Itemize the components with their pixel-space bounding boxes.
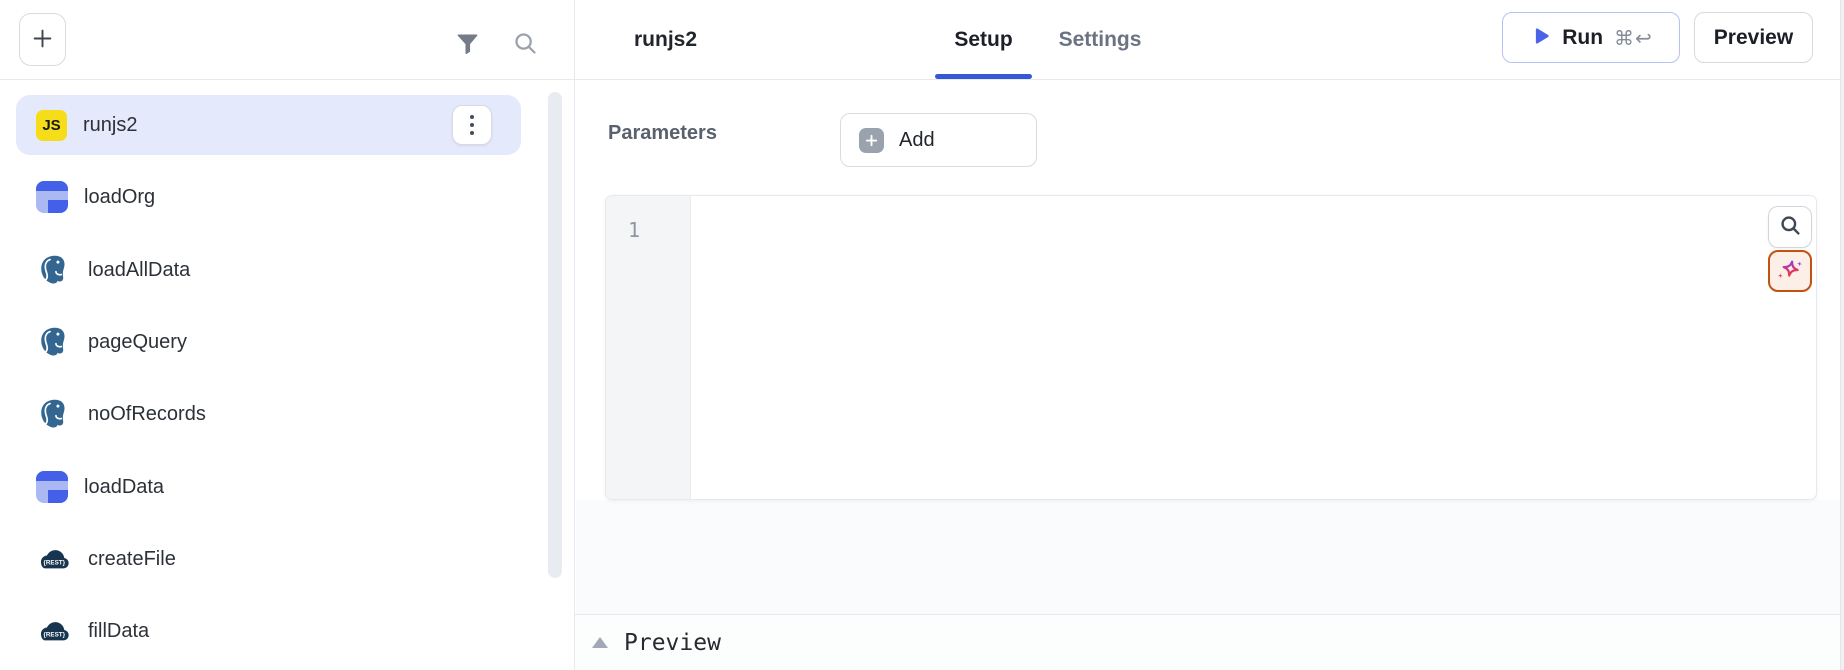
svg-text:{REST}: {REST} [43, 631, 65, 638]
query-list: JS {REST} runjs2 JS [0, 0, 575, 670]
kebab-menu-icon [470, 115, 474, 135]
sidebar-item-noOfRecords[interactable]: JS {REST} noOfRecords [16, 384, 521, 444]
add-parameter-button[interactable]: Add [840, 113, 1037, 167]
javascript-icon: JS [36, 109, 67, 141]
sparkle-icon [1776, 256, 1804, 287]
postgresql-icon [36, 397, 72, 431]
sidebar-item-runjs2[interactable]: JS {REST} runjs2 [16, 95, 521, 155]
line-number: 1 [628, 218, 641, 242]
tab-setup[interactable]: Setup [954, 28, 1013, 51]
run-shortcut: ⌘↩ [1614, 25, 1653, 50]
svg-text:{REST}: {REST} [43, 559, 65, 566]
query-name: loadAllData [88, 258, 191, 281]
sidebar-item-createFile[interactable]: JS {REST} createFile [16, 529, 521, 589]
magnifier-icon [1778, 213, 1803, 241]
sidebar-item-pageQuery[interactable]: JS {REST} pageQuery [16, 312, 521, 372]
query-name: loadData [84, 475, 165, 498]
play-icon [1529, 25, 1551, 50]
postgresql-icon [36, 325, 72, 359]
ai-assist-button[interactable] [1768, 250, 1812, 292]
resource-table-icon [36, 471, 68, 503]
preview-panel-header[interactable]: Preview [575, 615, 1844, 670]
plus-icon [29, 25, 56, 55]
run-button[interactable]: Run ⌘↩ [1502, 12, 1680, 63]
add-plus-icon [859, 127, 884, 153]
sidebar-item-loadOrg[interactable]: JS {REST} loadOrg [16, 167, 521, 227]
query-name: pageQuery [88, 330, 187, 353]
filter-icon[interactable] [453, 29, 481, 57]
sidebar-scrollbar[interactable] [548, 92, 562, 578]
sidebar-item-loadData[interactable]: JS {REST} loadData [16, 457, 521, 517]
header-divider [0, 79, 1844, 80]
sidebar-item-fillData[interactable]: JS {REST} fillData [16, 601, 521, 661]
collapse-icon[interactable] [592, 637, 608, 648]
tab-settings[interactable]: Settings [1058, 28, 1142, 51]
panel-right-scrollbar[interactable] [1840, 0, 1844, 670]
rest-api-icon: {REST} [36, 618, 72, 645]
query-name: createFile [88, 547, 176, 570]
search-icon[interactable] [511, 29, 539, 57]
editor-search-button[interactable] [1768, 206, 1812, 248]
code-editor[interactable]: 1 [605, 195, 1817, 500]
query-name: noOfRecords [88, 402, 206, 425]
query-options-button[interactable] [452, 105, 492, 145]
editor-gutter: 1 [606, 196, 691, 499]
parameters-label: Parameters [608, 121, 717, 144]
sidebar-item-loadAllData[interactable]: JS {REST} loadAllData [16, 240, 521, 300]
preview-button[interactable]: Preview [1694, 12, 1813, 63]
query-sidebar: JS {REST} runjs2 JS [0, 0, 575, 670]
editor-footer-area [576, 500, 1844, 615]
code-input-area[interactable] [692, 196, 1817, 499]
query-name: runjs2 [83, 113, 138, 136]
preview-panel-label: Preview [624, 629, 721, 656]
postgresql-icon [36, 253, 72, 287]
preview-button-label: Preview [1713, 25, 1794, 49]
run-button-label: Run [1562, 25, 1604, 49]
add-button-label: Add [899, 128, 935, 151]
new-query-button[interactable] [19, 13, 66, 66]
preview-panel-divider [575, 614, 1844, 615]
query-name: loadOrg [84, 185, 156, 208]
resource-table-icon [36, 181, 68, 213]
active-tab-indicator [935, 74, 1032, 79]
query-name: fillData [88, 619, 150, 642]
rest-api-icon: {REST} [36, 546, 72, 573]
page-title: runjs2 [634, 28, 698, 51]
